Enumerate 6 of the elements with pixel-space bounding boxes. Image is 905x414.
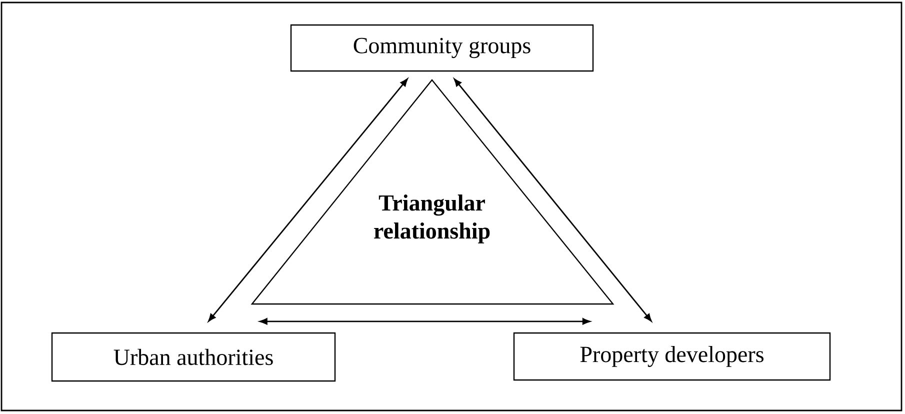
text-box: Urban authorities [51,332,336,382]
arrow [260,318,590,325]
arrow [208,78,408,322]
text-box: Property developers [513,332,831,381]
arrow [454,78,652,322]
text-box: Community groups [290,24,594,72]
